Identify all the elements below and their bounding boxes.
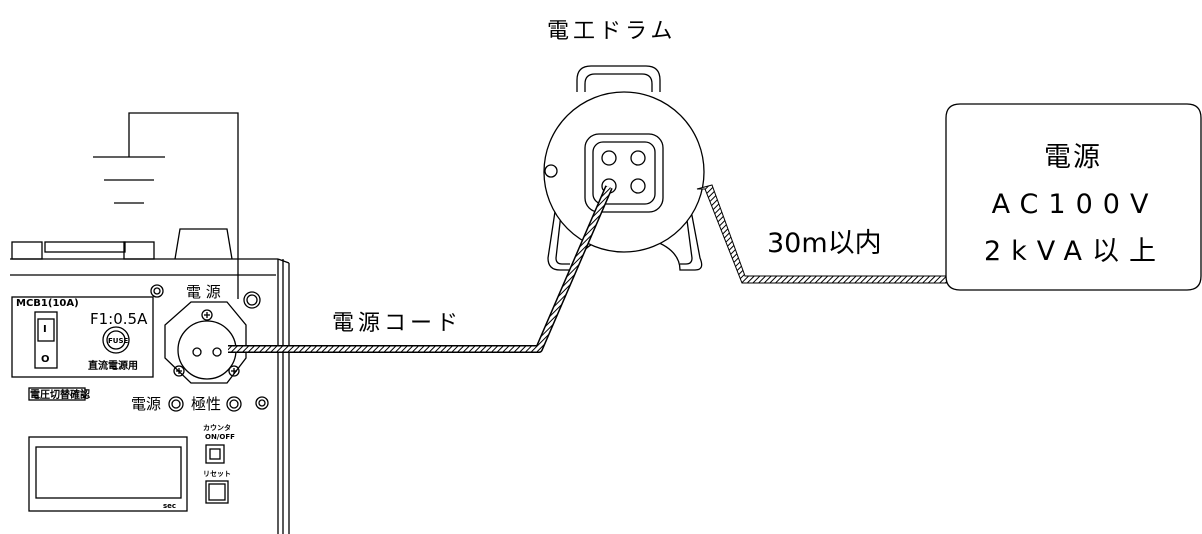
power-source-box <box>945 103 1202 291</box>
fuse-holder-inner <box>106 330 126 350</box>
power-inlet-pin-left <box>192 347 202 357</box>
reset-label: リセット <box>203 470 231 478</box>
power-inlet-socket[interactable] <box>177 320 237 380</box>
reset-button[interactable] <box>205 480 229 504</box>
mcb-on-mark: I <box>43 324 47 335</box>
source-title: 電源 <box>1044 142 1102 173</box>
polarity-lamp-inner <box>229 399 239 409</box>
fuse-rating: F1:0.5A <box>90 310 148 328</box>
mcb-off-mark: O <box>41 354 50 365</box>
device-top-right-bevel <box>277 258 290 264</box>
screw-icon <box>228 365 240 377</box>
reel-outlet-2[interactable] <box>630 150 646 166</box>
polarity-lamp-outer <box>226 396 242 412</box>
voltage-check-label: 電圧切替確認 <box>30 388 90 401</box>
mcb-panel <box>11 296 154 378</box>
reel-frame-top-inner <box>584 73 653 92</box>
reel-outlet-plate-outer[interactable] <box>584 133 664 213</box>
power-inlet-pin-right <box>212 347 222 357</box>
reel-outlet-plate-inner <box>592 141 656 205</box>
power-cord-label: 電源コード <box>332 311 462 336</box>
device-handle-bar <box>44 241 126 253</box>
tester-device: MCB1(10A) I O F1:0.5A FUSE 直流電源用 電圧切替確認 … <box>10 228 290 534</box>
fuse-holder-outer[interactable] <box>102 326 130 354</box>
power-lamp-inner <box>171 399 181 409</box>
counter-label: カウンタ <box>203 423 231 432</box>
reel-outlet-1[interactable] <box>601 150 617 166</box>
counter-display-screen <box>35 446 182 499</box>
source-capacity: 2kVA以上 <box>984 236 1166 267</box>
device-handle-left <box>11 241 43 260</box>
reset-button-inner <box>208 483 226 501</box>
counter-onoff-button-inner <box>209 448 221 460</box>
reel-outlet-4[interactable] <box>630 178 646 194</box>
voltage-check-plate <box>28 387 86 401</box>
drum-title: 電工ドラム <box>547 19 676 44</box>
power-inlet-outer[interactable] <box>164 301 247 384</box>
ground-connection <box>93 112 239 299</box>
power-lamp-label: 電源 <box>131 395 161 413</box>
power-cord-cable-core <box>228 186 612 352</box>
screw-icon <box>150 284 164 298</box>
ground-wire <box>128 112 239 299</box>
screw-icon <box>255 396 269 410</box>
counter-display-unit: sec <box>163 502 176 510</box>
counter-display-frame <box>28 436 188 512</box>
counter-onoff-button[interactable] <box>205 444 225 464</box>
power-lamp-outer <box>168 396 184 412</box>
polarity-lamp-label: 極性 <box>191 395 221 413</box>
reel-side-knob <box>544 164 558 178</box>
distance-label: 30m以内 <box>767 228 882 259</box>
screw-icon <box>173 365 185 377</box>
dc-power-label: 直流電源用 <box>88 359 138 372</box>
power-inlet-label: 電 源 <box>186 283 221 301</box>
reel-stand-inner <box>555 204 693 265</box>
counter-onoff-label: ON/OFF <box>205 433 235 441</box>
reel-frame-top <box>576 65 661 92</box>
ground-terminal-outer[interactable] <box>243 291 261 309</box>
cable-reel <box>543 65 705 271</box>
mcb-switch-housing[interactable] <box>34 311 58 369</box>
fuse-cap-label: FUSE <box>108 337 129 345</box>
screw-icon <box>201 309 213 321</box>
ground-terminal-inner <box>246 294 258 306</box>
mcb-label: MCB1(10A) <box>16 298 79 309</box>
source-voltage: AC100V <box>992 189 1159 220</box>
device-handle-right <box>123 241 155 260</box>
device-top-knob <box>174 228 233 260</box>
mcb-switch-lever[interactable] <box>37 318 55 342</box>
